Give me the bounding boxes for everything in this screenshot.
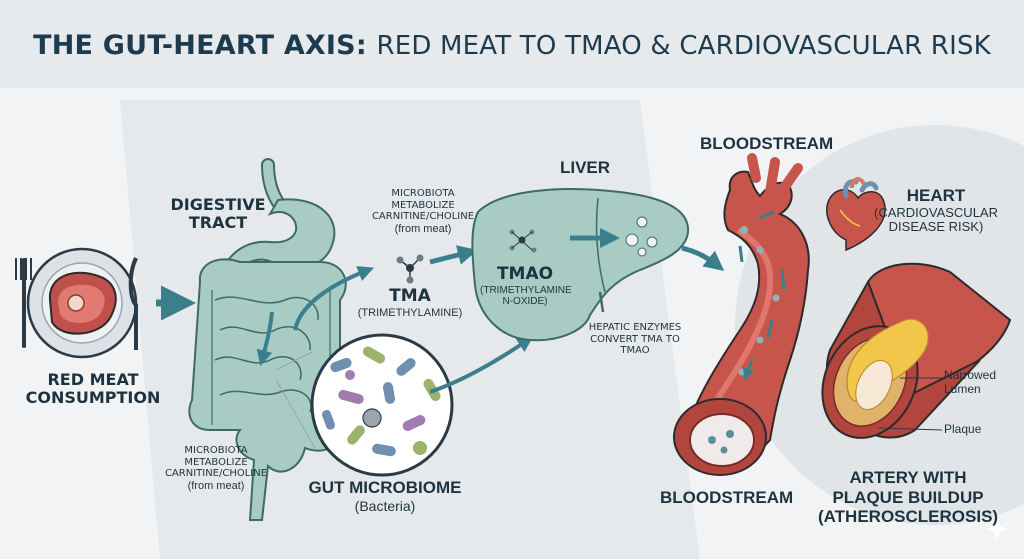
- red-meat-plate-icon: [16, 249, 136, 357]
- hepatic-enzymes-label: HEPATIC ENZYMES CONVERT TMA TO TMAO: [575, 322, 695, 357]
- microbiota-top-text: MICROBIOTA METABOLIZE CARNITINE/CHOLINE: [358, 188, 488, 223]
- gut-microbiome-sub: (Bacteria): [300, 498, 470, 514]
- heart-sub: (CARDIOVASCULAR DISEASE RISK): [872, 206, 1000, 236]
- bloodstream-top-label: BLOODSTREAM: [700, 134, 830, 154]
- tma-full: (TRIMETHYLAMINE): [355, 307, 465, 320]
- artery-label: ARTERY WITH PLAQUE BUILDUP (ATHEROSCLERO…: [818, 468, 998, 527]
- microbiota-top-note: (from meat): [358, 223, 488, 236]
- tmao-full: (TRIMETHYLAMINE N-OXIDE): [480, 285, 570, 308]
- tma-name: TMA: [355, 287, 465, 307]
- microbiota-bottom-note: (from meat): [146, 480, 286, 493]
- digestive-tract-label: DIGESTIVE TRACT: [168, 196, 268, 233]
- gut-microbiome-label: GUT MICROBIOME (Bacteria): [300, 478, 470, 514]
- narrowed-lumen-label: Narrowed Lumen: [944, 369, 1014, 397]
- liver-label: LIVER: [555, 158, 615, 178]
- gut-microbiome-name: GUT MICROBIOME: [300, 478, 470, 498]
- heart-name: HEART: [872, 186, 1000, 206]
- plaque-label: Plaque: [944, 423, 1004, 437]
- microbiota-bottom-text: MICROBIOTA METABOLIZE CARNITINE/CHOLINE: [146, 445, 286, 480]
- tma-label: TMA (TRIMETHYLAMINE): [355, 287, 465, 319]
- arrow-liver-to-bloodstream: [682, 248, 718, 266]
- bloodstream-bottom-label: BLOODSTREAM: [660, 488, 790, 508]
- tmao-name: TMAO: [480, 265, 570, 285]
- microbiota-top-label: MICROBIOTA METABOLIZE CARNITINE/CHOLINE …: [358, 188, 488, 235]
- red-meat-label: RED MEAT CONSUMPTION: [18, 371, 168, 408]
- tmao-label: TMAO (TRIMETHYLAMINE N-OXIDE): [480, 265, 570, 308]
- microbiota-bottom-label: MICROBIOTA METABOLIZE CARNITINE/CHOLINE …: [146, 445, 286, 492]
- gut-microbiome-zoom: [312, 335, 452, 475]
- heart-label: HEART (CARDIOVASCULAR DISEASE RISK): [872, 186, 1000, 235]
